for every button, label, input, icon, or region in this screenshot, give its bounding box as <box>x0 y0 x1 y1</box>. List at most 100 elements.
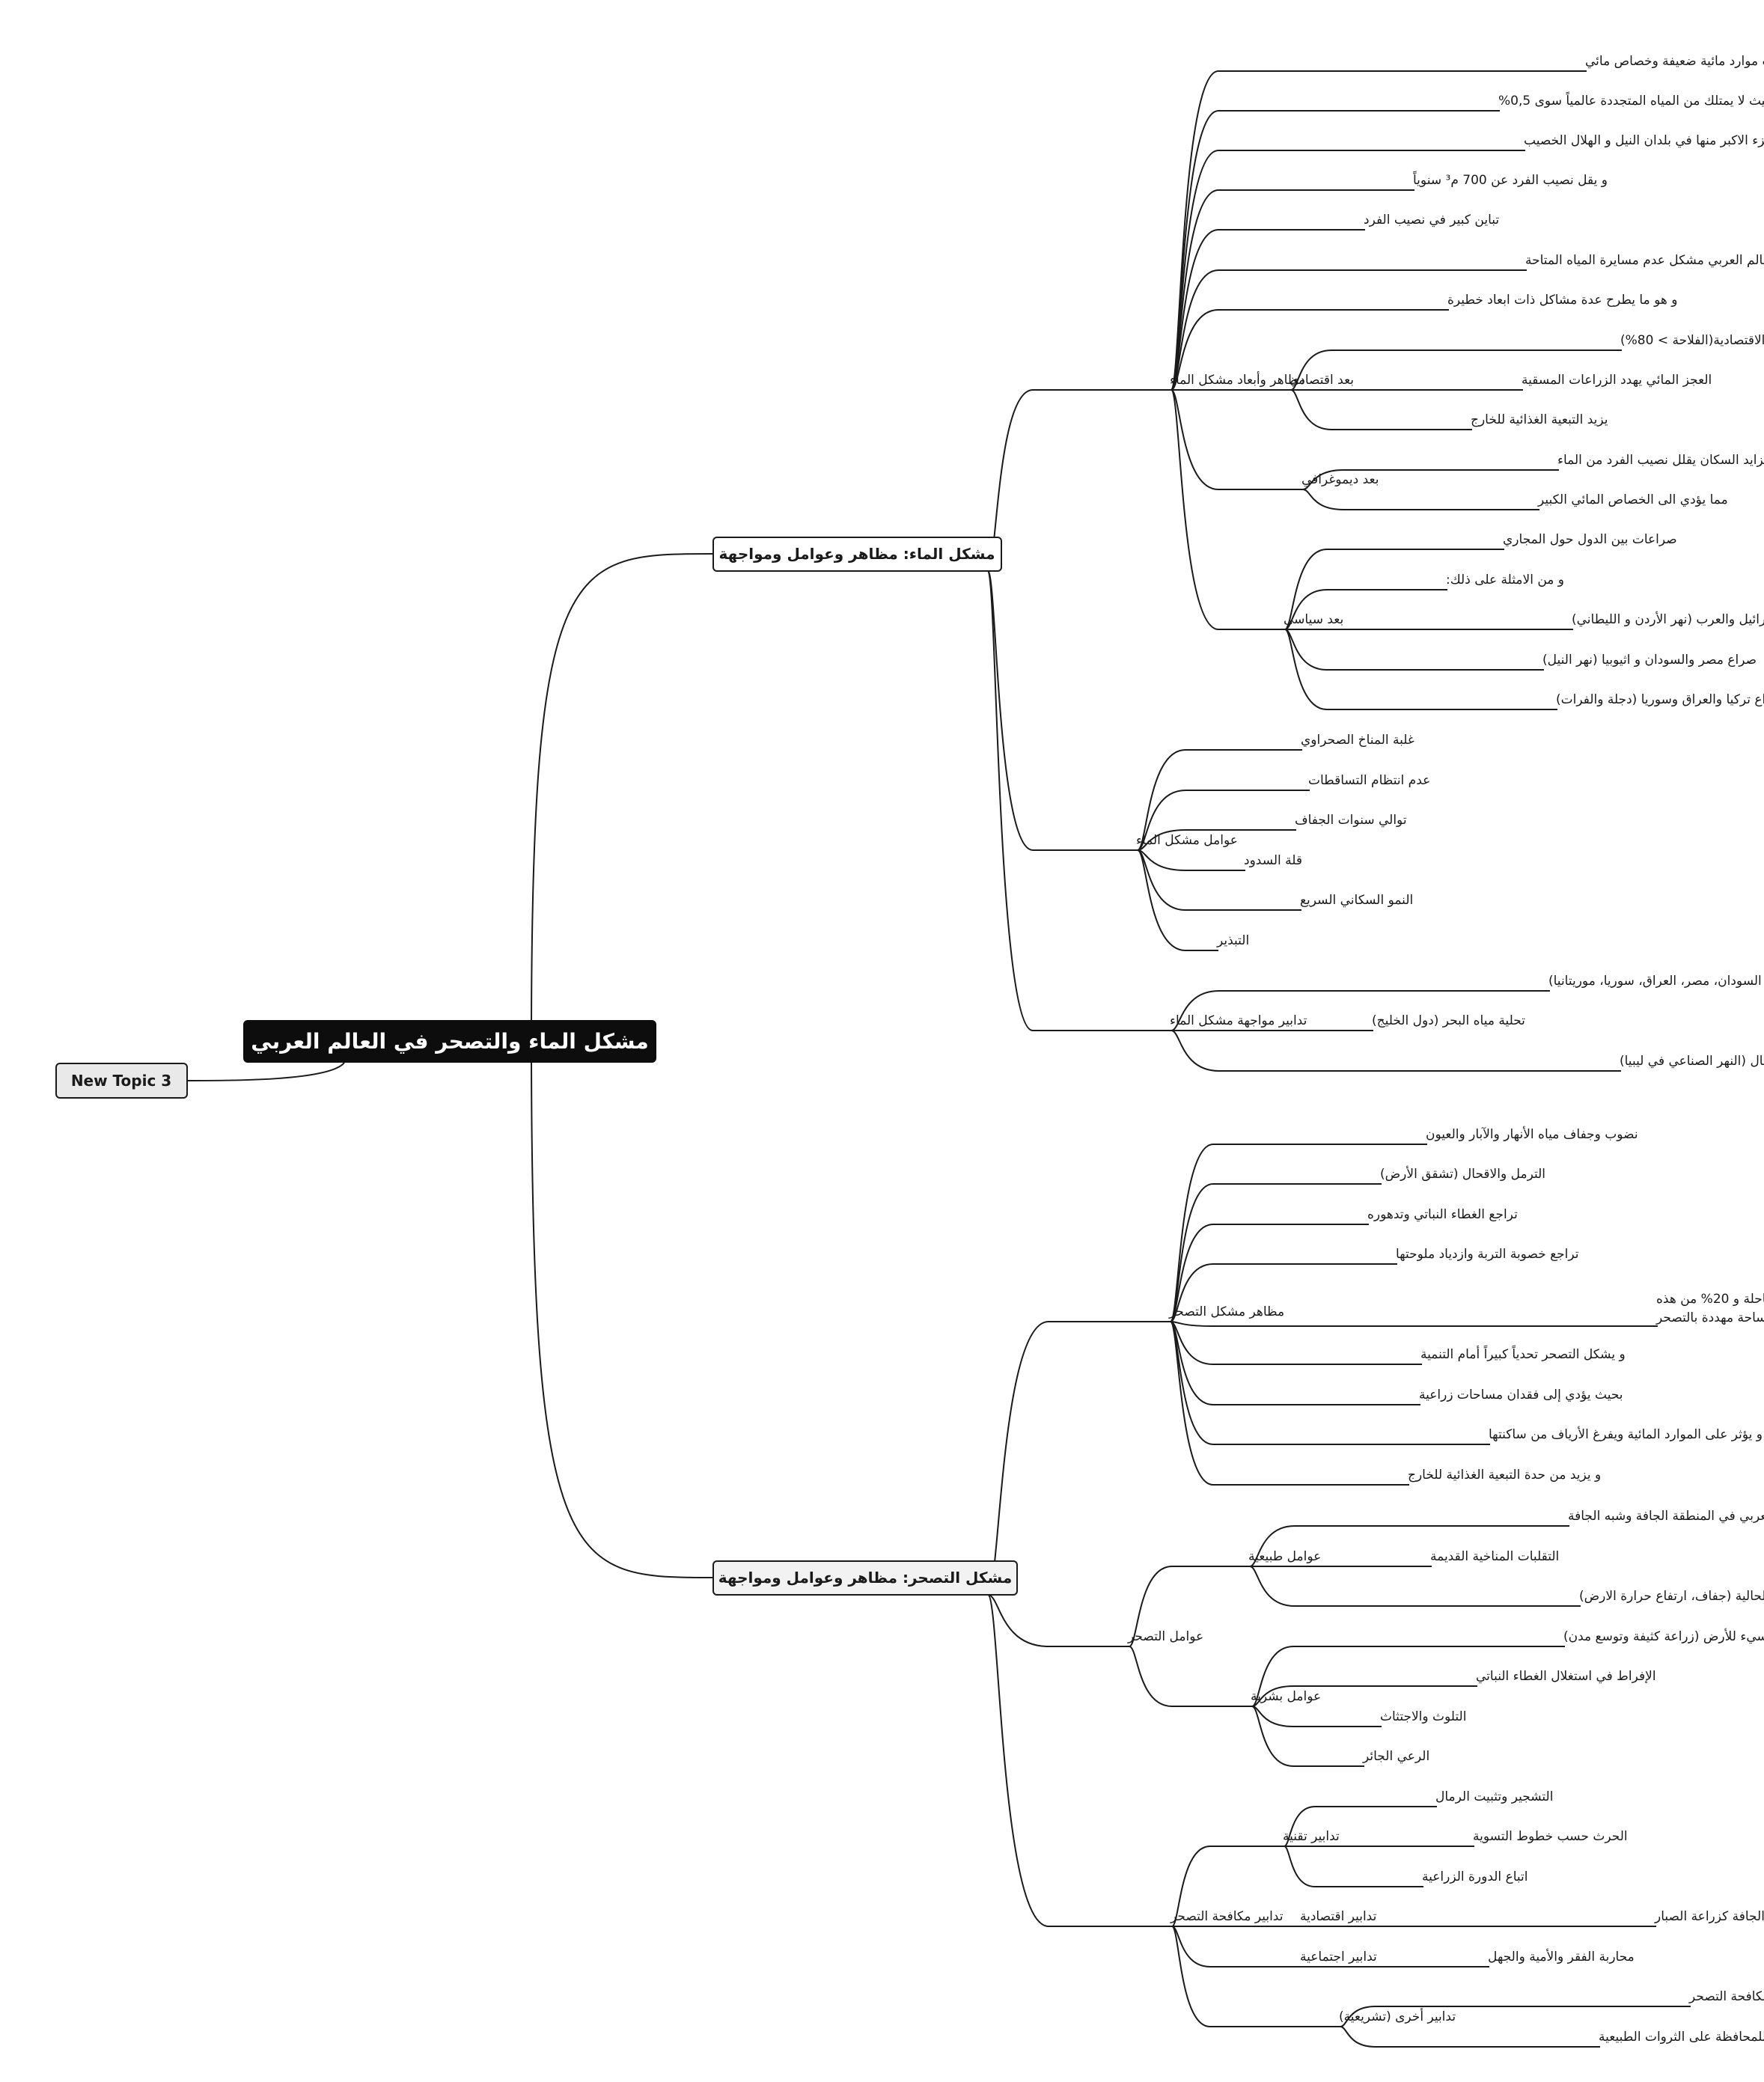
topic-label: صراع إسرائيل والعرب (نهر الأردن و الليطا… <box>1572 611 1764 627</box>
central-topic-label: مشكل الماء والتصحر في العالم العربي <box>251 1029 648 1054</box>
subtopic-label: تدابير مواجهة مشكل الماء <box>1170 1013 1307 1028</box>
connector-line <box>1171 1926 1211 2027</box>
connector-line <box>1284 549 1328 630</box>
topic-label: مما يؤدي الى الخصاص المائي الكبير <box>1537 492 1728 507</box>
connector-line <box>1129 1646 1173 1707</box>
connector-line <box>1171 990 1220 1031</box>
topic-label: تراجع خصوبة التربة وازدياد ملوحتها <box>1396 1247 1579 1262</box>
connector-line <box>1340 2006 1376 2027</box>
connector-line <box>1137 849 1186 911</box>
subtopic-label: عوامل التصحر <box>1127 1629 1203 1644</box>
topic-label: التشجير وتثبيت الرمال <box>1435 1789 1553 1804</box>
topic-label: تحلية مياه البحر (دول الخليج) <box>1372 1013 1525 1028</box>
branch-desertification-label: مشكل التصحر: مظاهر وعوامل ومواجهة <box>718 1569 1013 1587</box>
topic-label: صراعات بين الدول حول المجاري <box>1503 532 1677 547</box>
connector-line <box>1284 1846 1316 1887</box>
connector-line <box>1170 1263 1214 1322</box>
mind-map-nodes: مشكل الماء والتصحر في العالم العربي New … <box>55 54 1764 2048</box>
connector-line <box>531 553 714 1042</box>
topic-label: تكييف الأنشطة الاقتصادية مع المناطق الجا… <box>1654 1908 1764 1924</box>
topic-label: التقلبات المناخية القديمة <box>1430 1549 1559 1564</box>
branch-water-label: مشكل الماء: مظاهر وعوامل ومواجهة <box>719 545 995 563</box>
connector-line <box>987 1321 1049 1596</box>
connector-line <box>1171 1846 1211 1927</box>
topic-label: تدابير تقنية <box>1283 1829 1340 1844</box>
connector-line <box>1171 1030 1220 1072</box>
topic-label: الرعي الجائر <box>1362 1749 1429 1764</box>
topic-label: نضوب وجفاف مياه الأنهار والآبار والعيون <box>1426 1126 1638 1142</box>
topic-label: كما يواجه العالم العربي مشكل عدم مسايرة … <box>1525 253 1764 268</box>
connector-line <box>1171 309 1219 391</box>
central-topic[interactable]: مشكل الماء والتصحر في العالم العربي <box>243 1020 656 1063</box>
topic-label: تزايد السكان يقلل نصيب الفرد من الماء <box>1557 453 1764 468</box>
connector-line <box>1137 749 1186 851</box>
connector-line <box>1137 790 1186 851</box>
topic-label: و يقل نصيب الفرد عن 700 م³ سنوياً <box>1412 170 1608 188</box>
connector-line <box>1170 1321 1214 1327</box>
topic-label: النمو السكاني السريع <box>1300 893 1413 908</box>
topic-label: بعد ديموغرافي <box>1301 472 1379 487</box>
topic-label: الإفراط في استغلال الغطاء النباتي <box>1476 1669 1656 1684</box>
topic-label: تدابير اقتصادية <box>1300 1909 1377 1924</box>
topic-label: مصادقة الدول العربية على الاتفاقية الدول… <box>1688 1989 1764 2004</box>
topic-label: بعد اقتصادي <box>1290 373 1354 388</box>
connector-line <box>531 1040 714 1578</box>
topic-label: يزيد التبعية الغذائية للخارج <box>1471 412 1608 427</box>
side-topic-label: New Topic 3 <box>71 1072 171 1090</box>
connector-line <box>186 1062 345 1082</box>
topic-label: بحيث يؤدي إلى فقدان مساحات زراعية <box>1419 1388 1623 1402</box>
topic-label: صراع مصر والسودان و اثيوبيا (نهر النيل) <box>1542 653 1757 668</box>
topic-label: عوامل طبيعية <box>1248 1549 1321 1564</box>
connector-line <box>987 1594 1049 1927</box>
topic-label: إصدار قوانين للمحافظة على الثروات الطبيع… <box>1599 2030 1764 2045</box>
topic-label-line2: المساحة مهددة بالتصحر <box>1655 1310 1764 1325</box>
topic-label: مشاريع نقل المياه الباطنية من الجنوب إلى… <box>1620 1054 1764 1069</box>
topic-label-line1: و تعتبر 68,4% من مساحة العالم العربي عبا… <box>1656 1292 1764 1307</box>
connector-line <box>1251 1646 1294 1707</box>
subtopic-label: مظاهر وأبعاد مشكل الماء <box>1170 371 1305 388</box>
topic-label: بحيث لا يمتلك من المياه المتجددة عالمياً… <box>1498 91 1764 109</box>
topic-label: تدابير أخرى (تشريعية) <box>1339 2008 1456 2024</box>
topic-label: و من الامثلة على ذلك: <box>1446 573 1564 587</box>
connector-line <box>1340 2026 1376 2048</box>
topic-label: بناء السدود (المغرب، السودان، مصر، العرا… <box>1548 974 1764 989</box>
topic-label: محاربة الفقر والأمية والجهل <box>1488 1949 1635 1965</box>
topic-label: تزايد الطلب من القطاعات الاقتصادية(الفلا… <box>1620 333 1764 348</box>
connector-line <box>1171 389 1219 490</box>
connector-line <box>987 570 1034 851</box>
topic-label: تدابير اجتماعية <box>1300 1950 1377 1965</box>
topic-label: التلوث والاجتثاث <box>1380 1709 1466 1724</box>
topic-label: عوامل بشرية <box>1251 1689 1321 1704</box>
connector-line <box>1302 489 1344 510</box>
connector-line <box>1290 349 1332 391</box>
branch-water[interactable]: مشكل الماء: مظاهر وعوامل ومواجهة <box>712 537 1002 572</box>
connector-line <box>1284 589 1328 630</box>
branch-desertification[interactable]: مشكل التصحر: مظاهر وعوامل ومواجهة <box>712 1560 1018 1596</box>
connector-line <box>1284 1806 1316 1847</box>
connector-line <box>1137 849 1186 951</box>
topic-label: توالي سنوات الجفاف <box>1295 813 1407 828</box>
side-topic[interactable]: New Topic 3 <box>55 1063 188 1099</box>
connector-line <box>1251 1685 1294 1707</box>
connector-line <box>1170 1321 1214 1486</box>
topic-label: و يشكل التصحر تحدياً كبيراً أمام التنمية <box>1420 1344 1626 1362</box>
topic-label: ينتمي العالم العربي الى مناطق ذات موارد … <box>1585 54 1764 69</box>
topic-label: و يزيد من حدة التبعية الغذائية للخارج <box>1408 1468 1601 1483</box>
topic-label: تباين كبير في نصيب الفرد <box>1364 213 1499 228</box>
subtopic-label: مظاهر مشكل التصحر <box>1168 1304 1284 1319</box>
topic-label: تراجع الغطاء النباتي وتدهوره <box>1367 1207 1518 1222</box>
topic-label: غلبة المناخ الصحراوي <box>1301 733 1414 748</box>
connector-line <box>1284 629 1328 710</box>
topic-label: التبذير <box>1216 933 1249 948</box>
topic-label: و هو ما يطرح عدة مشاكل ذات ابعاد خطيرة <box>1447 293 1677 308</box>
topic-label: قلة السدود <box>1244 853 1302 868</box>
topic-label: الترمل والاقحال (تشقق الأرض) <box>1380 1166 1545 1182</box>
topic-label: بعد سياسي <box>1284 612 1343 627</box>
subtopic-label: عوامل مشكل الماء <box>1136 833 1238 848</box>
topic-label: و يؤثر على الموارد المائية ويفرغ الأرياف… <box>1489 1426 1763 1442</box>
connector-line <box>1137 829 1186 851</box>
connector-line <box>987 570 1034 1031</box>
connector-line <box>1302 469 1344 490</box>
connector-line <box>1129 1566 1173 1647</box>
topic-label: اتباع الدورة الزراعية <box>1422 1869 1528 1884</box>
